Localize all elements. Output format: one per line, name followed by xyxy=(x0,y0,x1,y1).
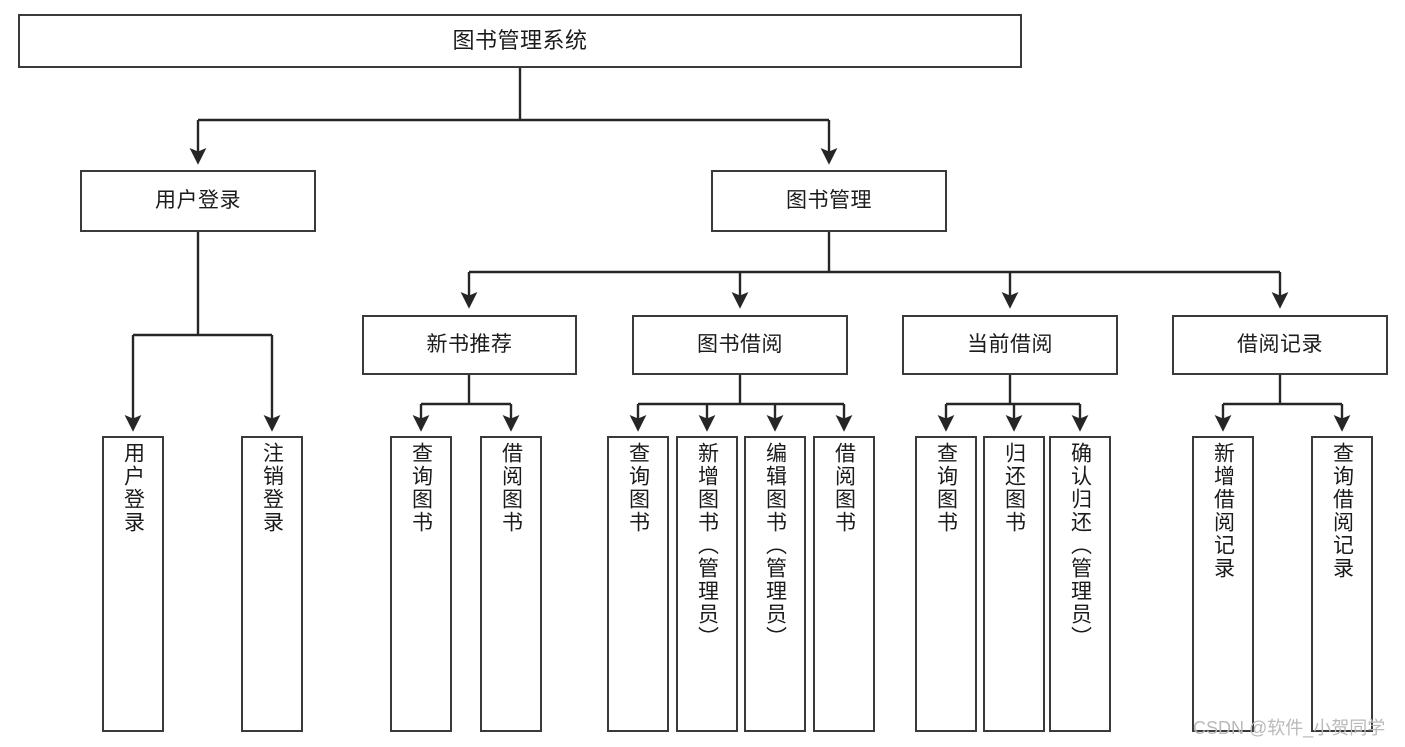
node-label: 图书借阅 xyxy=(697,332,783,356)
node-label: 新书推荐 xyxy=(426,332,513,356)
leaf-return-book[interactable]: 归还图书 xyxy=(983,436,1045,732)
leaf-query-book-recommend[interactable]: 查询图书 xyxy=(390,436,452,732)
node-book-borrow[interactable]: 图书借阅 xyxy=(632,315,848,375)
node-label: 借阅图书 xyxy=(499,442,523,534)
node-label: 用户登录 xyxy=(155,188,241,212)
node-label: 用户登录 xyxy=(121,442,145,534)
leaf-borrow-book[interactable]: 借阅图书 xyxy=(813,436,875,732)
node-book-management[interactable]: 图书管理 xyxy=(711,170,947,232)
node-label: 确认归还（管理员） xyxy=(1068,442,1092,649)
node-current-borrow[interactable]: 当前借阅 xyxy=(902,315,1118,375)
node-label: 新增借阅记录 xyxy=(1211,442,1235,580)
leaf-query-book-current[interactable]: 查询图书 xyxy=(915,436,977,732)
node-label: 借阅图书 xyxy=(832,442,856,534)
node-label: 归还图书 xyxy=(1002,442,1026,534)
node-label: 编辑图书（管理员） xyxy=(763,442,787,649)
leaf-user-login[interactable]: 用户登录 xyxy=(102,436,164,732)
node-label: 查询图书 xyxy=(626,442,650,534)
leaf-add-borrow-record[interactable]: 新增借阅记录 xyxy=(1192,436,1254,732)
leaf-logout-login[interactable]: 注销登录 xyxy=(241,436,303,732)
node-label: 图书管理系统 xyxy=(452,28,588,54)
node-label: 当前借阅 xyxy=(967,332,1053,356)
node-label: 查询借阅记录 xyxy=(1330,442,1354,580)
leaf-query-book-borrow[interactable]: 查询图书 xyxy=(607,436,669,732)
node-new-book-recommend[interactable]: 新书推荐 xyxy=(362,315,577,375)
node-label: 注销登录 xyxy=(260,442,284,534)
node-borrow-record[interactable]: 借阅记录 xyxy=(1172,315,1388,375)
node-book-management-system[interactable]: 图书管理系统 xyxy=(18,14,1022,68)
node-label: 查询图书 xyxy=(934,442,958,534)
node-label: 图书管理 xyxy=(786,188,872,212)
leaf-borrow-book-recommend[interactable]: 借阅图书 xyxy=(480,436,542,732)
leaf-edit-book-admin[interactable]: 编辑图书（管理员） xyxy=(744,436,806,732)
node-user-login[interactable]: 用户登录 xyxy=(80,170,316,232)
leaf-confirm-return-admin[interactable]: 确认归还（管理员） xyxy=(1049,436,1111,732)
leaf-query-borrow-record[interactable]: 查询借阅记录 xyxy=(1311,436,1373,732)
node-label: 借阅记录 xyxy=(1237,332,1323,356)
leaf-add-book-admin[interactable]: 新增图书（管理员） xyxy=(676,436,738,732)
node-label: 新增图书（管理员） xyxy=(695,442,719,649)
node-label: 查询图书 xyxy=(409,442,433,534)
